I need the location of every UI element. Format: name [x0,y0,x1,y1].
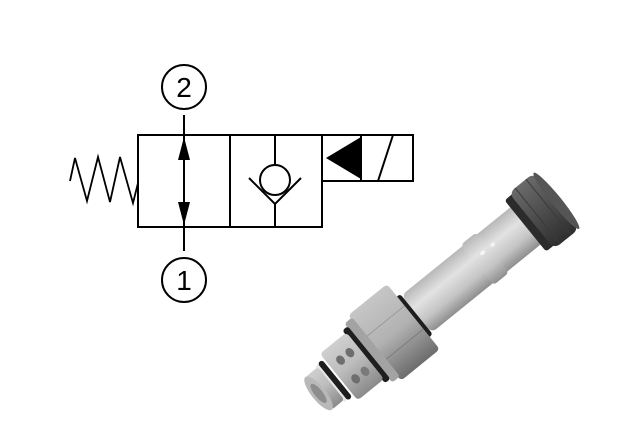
cartridge-valve-image [304,172,580,411]
solenoid-icon [321,134,414,182]
port-1-marker: 1 [161,257,207,303]
hex-body [345,285,439,382]
port-1-label: 1 [176,265,192,296]
port-2-marker: 2 [161,64,207,110]
bidirectional-arrow-icon [178,115,190,251]
o-ring-lower [318,360,352,400]
port-2-label: 2 [176,72,192,103]
o-ring-upper [396,295,432,337]
check-valve-icon [248,135,302,227]
o-ring-middle [343,327,390,383]
cross-ports [321,333,383,399]
solenoid-tube [403,203,546,331]
coil-nut [505,172,580,251]
nose [304,368,344,411]
valve-schematic: 2 1 [69,64,414,303]
spring-icon [69,153,139,207]
